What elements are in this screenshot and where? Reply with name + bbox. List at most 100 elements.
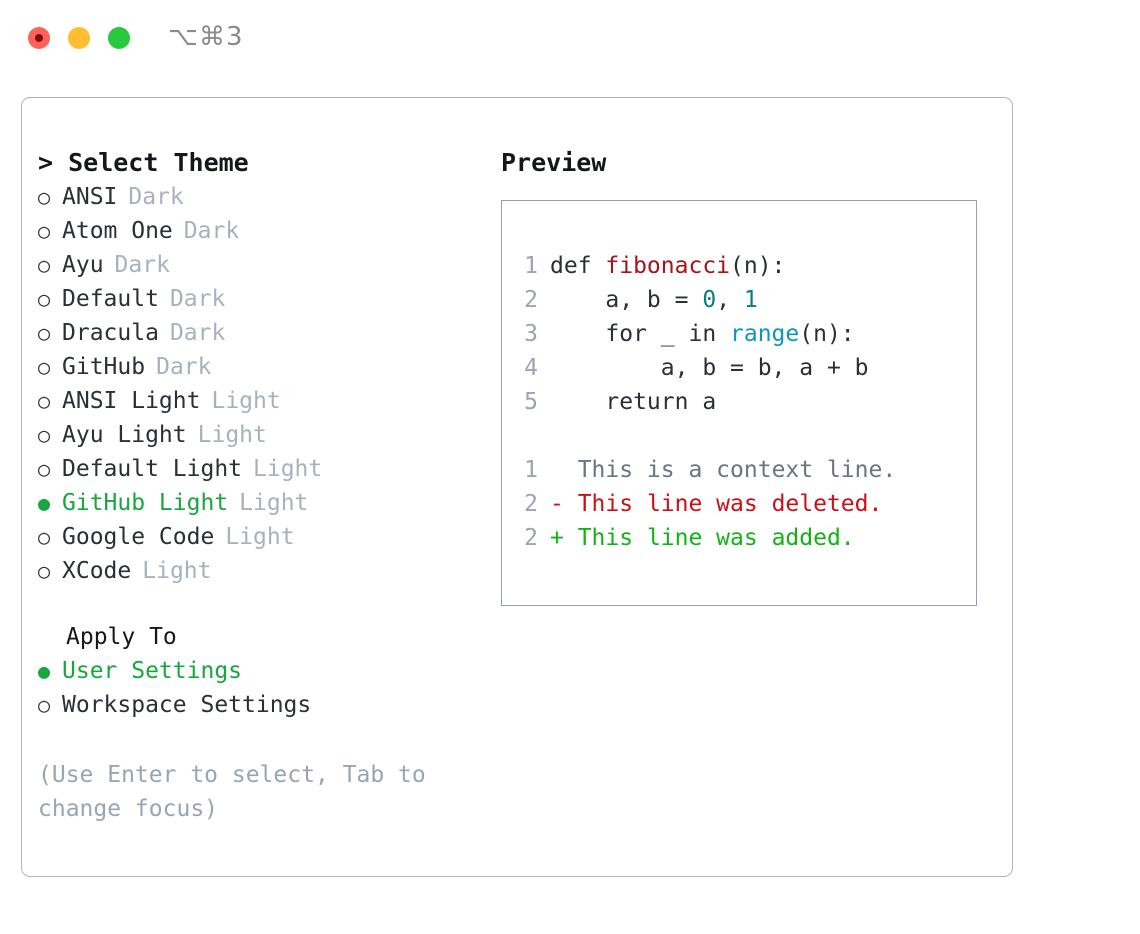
diff-line-added: 2 + This line was added.	[502, 521, 976, 555]
theme-label: ANSI Light	[62, 388, 201, 414]
apply-to-heading: Apply To	[66, 624, 177, 650]
theme-list-item[interactable]: ○ XCode Light	[38, 554, 488, 588]
theme-label: Google Code	[62, 524, 215, 550]
apply-to-label: Workspace Settings	[62, 692, 312, 718]
apply-to-item-selected[interactable]: ● User Settings	[38, 654, 488, 688]
token-function: fibonacci	[605, 253, 731, 279]
code-text: return a	[550, 389, 717, 415]
radio-unselected-icon: ○	[38, 287, 51, 311]
theme-tag: Light	[142, 558, 212, 584]
theme-label: GitHub	[62, 354, 146, 380]
theme-tag: Dark	[128, 184, 184, 210]
theme-tag: Light	[253, 456, 323, 482]
hint-text-line-2: change focus)	[38, 796, 219, 822]
diff-marker: -	[550, 491, 564, 517]
radio-unselected-icon: ○	[38, 457, 51, 481]
preview-heading: Preview	[501, 148, 607, 177]
apply-to-label: User Settings	[62, 658, 243, 684]
preview-column: Preview 1 def fibonacci(n): 2 a, b = 0, …	[501, 146, 991, 606]
theme-tag: Light	[197, 422, 267, 448]
line-number: 1	[524, 457, 538, 483]
token-number: 0	[702, 287, 717, 313]
close-window-button[interactable]	[28, 27, 50, 49]
theme-label: Ayu	[62, 252, 104, 278]
line-number: 2	[524, 287, 538, 313]
code-text: for _ in range(n):	[550, 321, 855, 347]
code-line: 3 for _ in range(n):	[502, 317, 976, 351]
radio-unselected-icon: ○	[38, 355, 51, 379]
theme-label: Ayu Light	[62, 422, 187, 448]
keyboard-shortcut-label: ⌥⌘3	[168, 22, 244, 52]
radio-unselected-icon: ○	[38, 423, 51, 447]
theme-list-item[interactable]: ○ Atom One Dark	[38, 214, 488, 248]
minimize-window-button[interactable]	[68, 27, 90, 49]
theme-tag: Dark	[156, 354, 212, 380]
theme-label: GitHub Light	[62, 490, 229, 516]
hint-spacer	[38, 722, 488, 758]
line-number: 2	[524, 525, 538, 551]
theme-tag: Light	[211, 388, 281, 414]
theme-list-item[interactable]: ○ GitHub Dark	[38, 350, 488, 384]
select-theme-heading: > Select Theme	[38, 148, 249, 177]
line-number: 2	[524, 491, 538, 517]
code-text: def fibonacci(n):	[550, 253, 786, 279]
theme-list-item[interactable]: ○ Default Dark	[38, 282, 488, 316]
theme-list-item[interactable]: ○ ANSI Dark	[38, 180, 488, 214]
theme-picker-column: > Select Theme ○ ANSI Dark ○ Atom One Da…	[38, 146, 488, 826]
theme-tag: Dark	[114, 252, 170, 278]
window-titlebar: ⌥⌘3	[0, 0, 1140, 78]
main-panel: > Select Theme ○ ANSI Dark ○ Atom One Da…	[21, 97, 1013, 877]
code-text: a, b = 0, 1	[550, 287, 758, 313]
theme-tag: Light	[239, 490, 309, 516]
list-spacer	[38, 588, 488, 620]
theme-list-item[interactable]: ○ ANSI Light Light	[38, 384, 488, 418]
theme-label: Atom One	[62, 218, 173, 244]
theme-list[interactable]: ○ ANSI Dark ○ Atom One Dark ○ Ayu Dark ○…	[38, 180, 488, 588]
maximize-window-button[interactable]	[108, 27, 130, 49]
radio-unselected-icon: ○	[38, 525, 51, 549]
code-blank-line	[502, 419, 976, 453]
theme-list-item[interactable]: ○ Default Light Light	[38, 452, 488, 486]
code-line: 1 def fibonacci(n):	[502, 249, 976, 283]
line-number: 4	[524, 355, 538, 381]
apply-to-item[interactable]: ○ Workspace Settings	[38, 688, 488, 722]
radio-unselected-icon: ○	[38, 219, 51, 243]
theme-label: Dracula	[62, 320, 159, 346]
code-text: a, b = b, a + b	[550, 355, 869, 381]
theme-tag: Dark	[169, 320, 226, 346]
code-preview-box: 1 def fibonacci(n): 2 a, b = 0, 1 3 for …	[501, 200, 977, 606]
hint-text-line-1: (Use Enter to select, Tab to	[38, 762, 426, 788]
theme-list-item[interactable]: ○ Google Code Light	[38, 520, 488, 554]
radio-unselected-icon: ○	[38, 559, 51, 583]
code-line: 5 return a	[502, 385, 976, 419]
line-number: 3	[524, 321, 538, 347]
theme-list-item[interactable]: ○ Ayu Light Light	[38, 418, 488, 452]
radio-unselected-icon: ○	[38, 185, 51, 209]
diff-marker	[550, 453, 564, 487]
token-number: 1	[743, 287, 758, 313]
radio-unselected-icon: ○	[38, 389, 51, 413]
diff-line-context: 1 This is a context line.	[502, 453, 976, 487]
theme-tag: Light	[225, 524, 295, 550]
code-line: 2 a, b = 0, 1	[502, 283, 976, 317]
radio-unselected-icon: ○	[38, 693, 51, 717]
theme-tag: Dark	[169, 286, 226, 312]
apply-to-list[interactable]: ● User Settings ○ Workspace Settings	[38, 654, 488, 722]
theme-label: XCode	[62, 558, 132, 584]
diff-text: This is a context line.	[563, 457, 897, 483]
code-line: 4 a, b = b, a + b	[502, 351, 976, 385]
theme-list-item[interactable]: ○ Ayu Dark	[38, 248, 488, 282]
theme-tag: Dark	[183, 218, 240, 244]
theme-list-item[interactable]: ○ Dracula Dark	[38, 316, 488, 350]
theme-label: ANSI	[62, 184, 118, 210]
radio-unselected-icon: ○	[38, 321, 51, 345]
theme-list-item-selected[interactable]: ● GitHub Light Light	[38, 486, 488, 520]
line-number: 1	[524, 253, 538, 279]
diff-text: This line was added.	[563, 525, 855, 551]
radio-selected-icon: ●	[38, 491, 51, 515]
diff-text: This line was deleted.	[563, 491, 883, 517]
radio-selected-icon: ●	[38, 659, 51, 683]
line-number: 5	[524, 389, 538, 415]
diff-line-deleted: 2 - This line was deleted.	[502, 487, 976, 521]
